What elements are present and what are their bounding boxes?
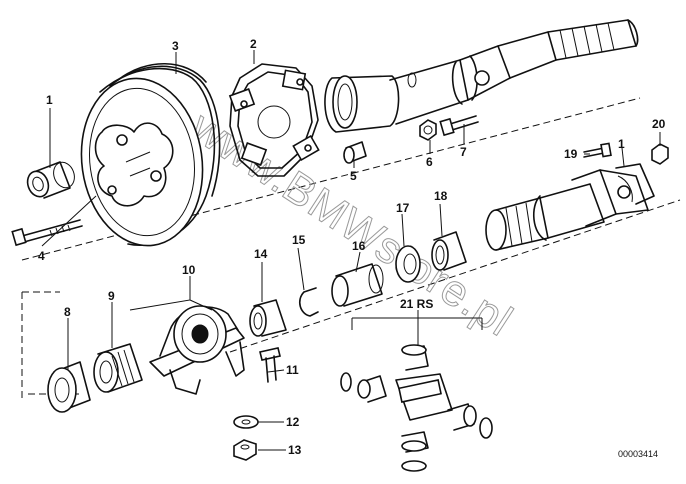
- flexible-coupling: [228, 63, 320, 177]
- label-part-2: 2: [250, 37, 257, 51]
- small-bolt: [583, 142, 612, 158]
- label-part-18: 18: [434, 189, 448, 203]
- drive-shaft-upper: [324, 19, 639, 133]
- center-bearing-support: [149, 305, 245, 395]
- guide-sleeve: [331, 263, 384, 307]
- label-part-8: 8: [64, 305, 71, 319]
- hex-nut: [233, 439, 257, 461]
- label-part-13: 13: [288, 443, 302, 457]
- leader-lines: [41, 50, 661, 451]
- vibration-damper: [80, 63, 221, 247]
- label-part-12: 12: [286, 415, 300, 429]
- label-part-7: 7: [460, 145, 467, 159]
- self-locking-nut: [419, 119, 437, 141]
- label-part-20: 20: [652, 117, 666, 131]
- bearing-bushing: [431, 231, 467, 271]
- label-part-4: 4: [38, 249, 45, 263]
- carriage-bolt: [259, 347, 281, 383]
- label-part-11: 11: [286, 363, 299, 377]
- deep-groove-bearing: [93, 343, 143, 393]
- label-part-21-rs: 21 RS: [400, 297, 433, 311]
- drive-shaft-lower: [485, 163, 655, 251]
- label-part-14: 14: [254, 247, 268, 261]
- label-part-1b: 1: [618, 137, 625, 151]
- washer: [233, 415, 259, 429]
- center-bushing: [249, 299, 287, 337]
- label-part-10: 10: [182, 263, 196, 277]
- universal-joint-set: [340, 310, 493, 472]
- sleeve: [343, 141, 367, 164]
- grooved-ball-bearing: [47, 361, 91, 413]
- label-part-19: 19: [564, 147, 578, 161]
- part-labels: 1 1 2 3 4 5 6 7 8 9 10 11 12 13 14 15 16…: [38, 37, 666, 457]
- long-bolt: [11, 219, 83, 247]
- label-part-5: 5: [350, 169, 357, 183]
- circlip: [298, 287, 319, 317]
- centering-bushing: [26, 161, 75, 199]
- label-part-17: 17: [396, 201, 410, 215]
- locknut-small: [651, 143, 669, 165]
- label-part-3: 3: [172, 39, 179, 53]
- hex-bolt: [439, 115, 479, 137]
- label-part-6: 6: [426, 155, 433, 169]
- retaining-ring: [395, 245, 421, 283]
- watermark-text: www.BMWstore.pl: [182, 102, 521, 346]
- diagram-reference-number: 00003414: [618, 449, 658, 459]
- label-part-1a: 1: [46, 93, 53, 107]
- label-part-16: 16: [352, 239, 366, 253]
- label-part-9: 9: [108, 289, 115, 303]
- label-part-15: 15: [292, 233, 306, 247]
